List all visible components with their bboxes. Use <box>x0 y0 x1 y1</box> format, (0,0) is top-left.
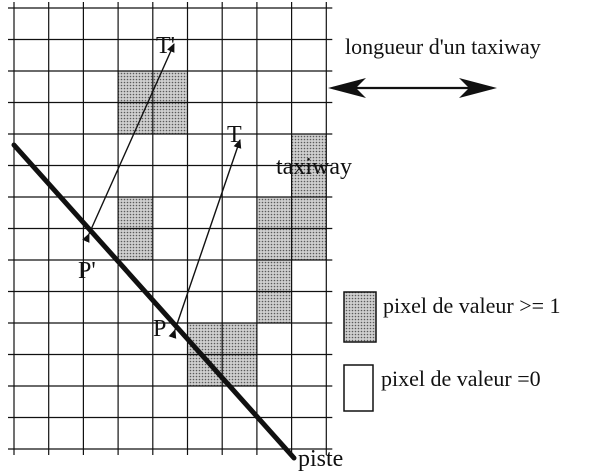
taxiway-length-arrowhead-right <box>459 78 497 98</box>
label-t-prime: T' <box>156 33 175 59</box>
runway-line <box>11 142 297 461</box>
filled-pixel-14 <box>187 323 223 355</box>
arrow-p-prime-t-prime <box>82 43 175 243</box>
filled-pixel-12 <box>256 260 292 292</box>
filled-pixel-8 <box>291 197 327 229</box>
filled-pixel-11 <box>291 228 327 260</box>
label-p: P <box>153 316 166 342</box>
filled-pixel-1 <box>152 71 188 103</box>
filled-pixel-13 <box>256 291 292 323</box>
legend-filled-label: pixel de valeur >= 1 <box>383 293 561 318</box>
filled-pixel-9 <box>118 228 153 260</box>
pixel-grid <box>8 2 333 455</box>
label-t: T <box>227 122 242 148</box>
runway-label: piste <box>298 446 343 472</box>
taxiway-length-arrowhead-left <box>328 78 366 98</box>
label-p-prime: P' <box>78 258 96 284</box>
legend-filled-swatch <box>343 291 377 343</box>
filled-pixel-7 <box>256 197 292 229</box>
filled-pixel-5 <box>291 165 327 197</box>
filled-pixels <box>118 71 327 386</box>
filled-pixel-4 <box>291 134 327 166</box>
filled-pixel-0 <box>118 71 153 103</box>
legend-empty-swatch <box>343 364 374 412</box>
taxiway-label: taxiway <box>276 154 352 180</box>
filled-pixel-10 <box>256 228 292 260</box>
filled-pixel-15 <box>222 323 257 355</box>
filled-pixel-3 <box>152 102 188 134</box>
filled-pixel-6 <box>118 197 153 229</box>
legend-empty-label: pixel de valeur =0 <box>381 366 541 391</box>
legend: pixel de valeur >= 1 pixel de valeur =0 <box>343 291 561 412</box>
taxiway-length-label: longueur d'un taxiway <box>345 34 541 59</box>
arrow-p-t <box>168 139 242 339</box>
